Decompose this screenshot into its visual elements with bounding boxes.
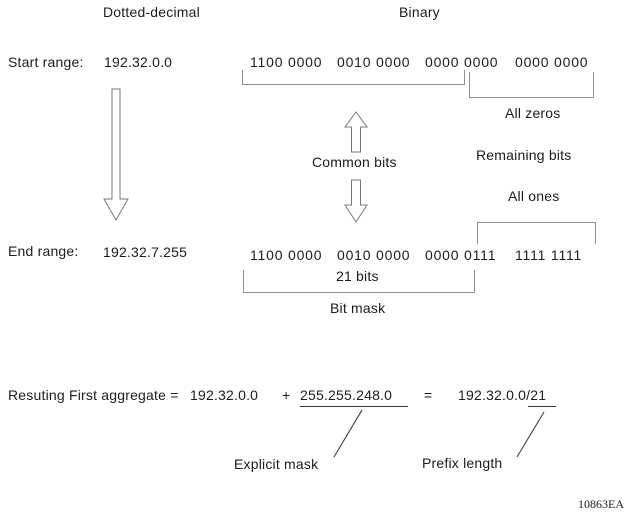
common-bits-label: Common bits [312, 154, 397, 170]
end-binary-octet-4: 1111 1111 [515, 247, 583, 263]
start-binary-octet-3: 0000 0000 [425, 54, 499, 70]
formula-equals-sign: = [424, 387, 433, 403]
all-zeros-bracket [469, 72, 594, 98]
all-ones-label: All ones [508, 188, 560, 204]
formula-result-value: 192.32.0.0/21 [458, 387, 547, 403]
formula-start-address: 192.32.0.0 [190, 387, 259, 403]
explicit-mask-underline [300, 406, 408, 407]
bit-mask-bracket [243, 270, 475, 293]
21-bits-label: 21 bits [336, 268, 379, 284]
start-range-dotted-value: 192.32.0.0 [104, 54, 173, 70]
common-bits-bracket-start [242, 70, 465, 85]
prefix-length-label: Prefix length [422, 455, 503, 471]
end-binary-octet-3: 0000 0111 [425, 247, 497, 263]
start-binary-octet-2: 0010 0000 [337, 54, 411, 70]
formula-explicit-mask-value: 255.255.248.0 [300, 387, 393, 403]
dotted-decimal-header: Dotted-decimal [103, 4, 200, 20]
all-zeros-label: All zeros [505, 105, 561, 121]
formula-plus-sign: + [282, 387, 291, 403]
remaining-bits-label: Remaining bits [476, 147, 572, 163]
start-range-label: Start range: [8, 54, 84, 70]
end-binary-octet-2: 0010 0000 [337, 247, 411, 263]
end-range-dotted-value: 192.32.7.255 [103, 244, 188, 260]
end-range-label: End range: [8, 243, 79, 259]
figure-id: 10863EA [578, 497, 624, 511]
down-arrow-icon [103, 88, 129, 222]
binary-header: Binary [399, 4, 440, 20]
start-binary-octet-4: 0000 0000 [515, 54, 589, 70]
explicit-mask-label: Explicit mask [234, 456, 319, 472]
start-binary-octet-1: 1100 0000 [250, 54, 323, 70]
explicit-mask-leader-line [333, 409, 363, 458]
all-ones-bracket [477, 222, 596, 244]
end-binary-octet-1: 1100 0000 [250, 247, 323, 263]
formula-prefix-text: Resuting First aggregate = [8, 387, 179, 403]
up-arrow-icon [344, 111, 368, 153]
down-arrow-small-icon [344, 179, 368, 223]
prefix-length-underline [528, 406, 556, 407]
prefix-length-leader-line [516, 411, 545, 458]
bit-mask-label: Bit mask [330, 300, 386, 316]
